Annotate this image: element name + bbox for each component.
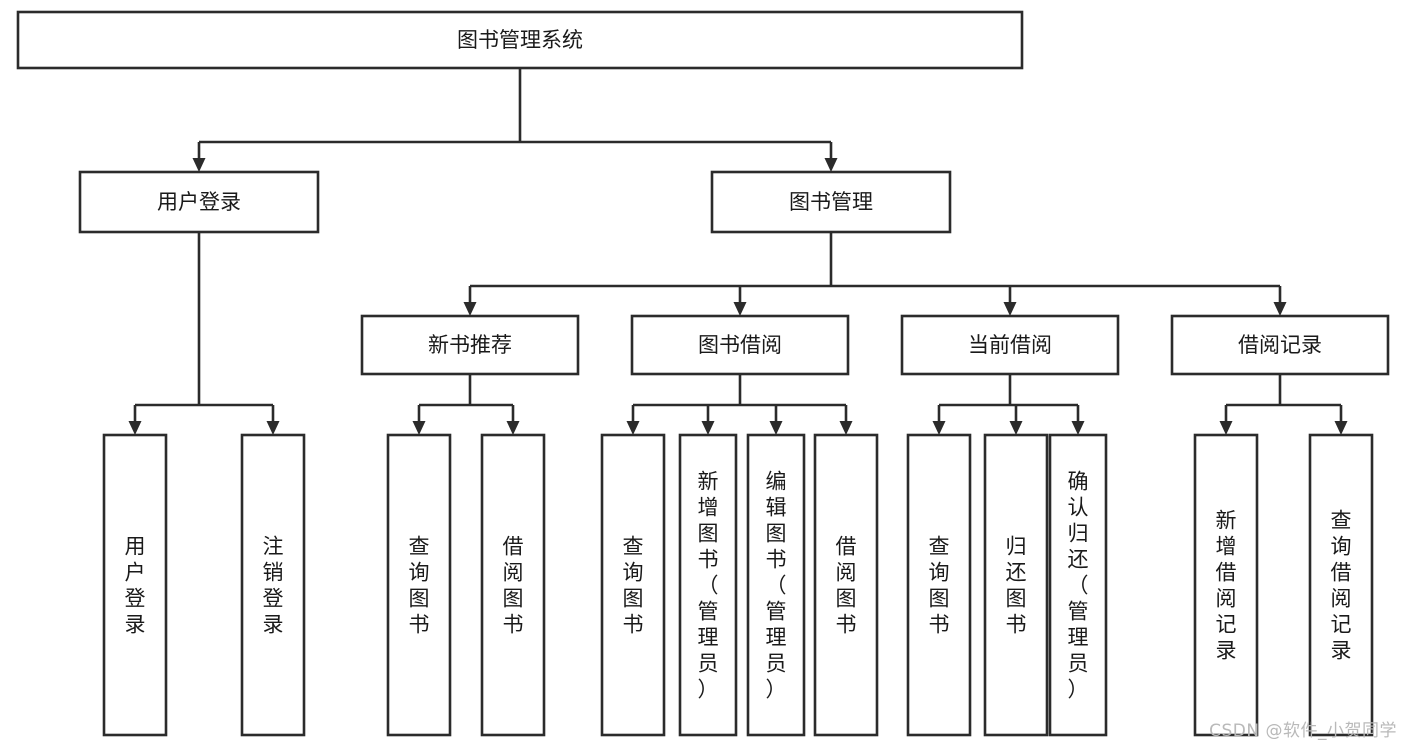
connector-layer [128, 68, 1348, 435]
node-label: 图书管理系统 [457, 28, 583, 52]
node-label: 注销登录 [263, 534, 284, 636]
node-box [1308, 433, 1374, 737]
node-label: 归还图书 [1006, 534, 1027, 636]
arrow-head-icon [1003, 302, 1017, 316]
node-borrow-record[interactable]: 借阅记录 [1170, 314, 1390, 376]
node-user-login[interactable]: 用户登录 [78, 170, 320, 234]
node-current-borrow[interactable]: 当前借阅 [900, 314, 1120, 376]
node-label: 编辑图书（管理员） [766, 469, 787, 701]
node-label: 新增借阅记录 [1216, 508, 1237, 662]
node-label: 当前借阅 [968, 333, 1052, 357]
node-leaf-user-login[interactable]: 用户登录 [102, 433, 168, 737]
arrow-head-icon [626, 421, 640, 435]
node-root-图书管理系统[interactable]: 图书管理系统 [16, 10, 1024, 70]
arrow-head-icon [733, 302, 747, 316]
node-box [746, 433, 806, 737]
node-book-borrow[interactable]: 图书借阅 [630, 314, 850, 376]
arrow-head-icon [463, 302, 477, 316]
node-box [16, 10, 1024, 70]
node-box [600, 433, 666, 737]
arrow-head-icon [769, 421, 783, 435]
node-box [813, 433, 879, 737]
node-new-book-rec[interactable]: 新书推荐 [360, 314, 580, 376]
node-box [1170, 314, 1390, 376]
node-label: 图书借阅 [698, 333, 782, 357]
node-box [678, 433, 738, 737]
node-label: 用户登录 [157, 190, 241, 214]
node-label: 图书管理 [789, 190, 873, 214]
node-box [983, 433, 1049, 737]
node-leaf-query-book-1[interactable]: 查询图书 [386, 433, 452, 737]
node-box [1193, 433, 1259, 737]
node-box [710, 170, 952, 234]
node-leaf-query-book-2[interactable]: 查询图书 [600, 433, 666, 737]
node-box [900, 314, 1120, 376]
node-label: 新增图书（管理员） [698, 469, 719, 701]
arrow-head-icon [932, 421, 946, 435]
node-leaf-confirm-return[interactable]: 确认归还（管理员） [1048, 433, 1108, 737]
node-leaf-add-record[interactable]: 新增借阅记录 [1193, 433, 1259, 737]
node-label: 新书推荐 [428, 333, 512, 357]
node-box [1048, 433, 1108, 737]
node-label: 确认归还（管理员） [1068, 469, 1089, 701]
node-leaf-return-book[interactable]: 归还图书 [983, 433, 1049, 737]
node-box [630, 314, 850, 376]
arrow-head-icon [1219, 421, 1233, 435]
node-label: 借阅图书 [836, 534, 857, 636]
node-leaf-borrow-book-1[interactable]: 借阅图书 [480, 433, 546, 737]
node-leaf-query-record[interactable]: 查询借阅记录 [1308, 433, 1374, 737]
node-book-manage[interactable]: 图书管理 [710, 170, 952, 234]
node-box [102, 433, 168, 737]
node-box [78, 170, 320, 234]
arrow-head-icon [839, 421, 853, 435]
arrow-head-icon [824, 158, 838, 172]
node-label: 查询图书 [409, 534, 430, 636]
node-box [386, 433, 452, 737]
node-box [360, 314, 580, 376]
node-layer: 图书管理系统用户登录图书管理新书推荐图书借阅当前借阅借阅记录用户登录注销登录查询… [16, 10, 1390, 737]
node-leaf-borrow-book-2[interactable]: 借阅图书 [813, 433, 879, 737]
arrow-head-icon [266, 421, 280, 435]
arrow-head-icon [1071, 421, 1085, 435]
arrow-head-icon [1273, 302, 1287, 316]
node-leaf-query-book-3[interactable]: 查询图书 [906, 433, 972, 737]
node-label: 用户登录 [125, 534, 146, 636]
arrow-head-icon [506, 421, 520, 435]
node-box [480, 433, 546, 737]
node-box [240, 433, 306, 737]
node-leaf-user-logout[interactable]: 注销登录 [240, 433, 306, 737]
node-leaf-edit-book[interactable]: 编辑图书（管理员） [746, 433, 806, 737]
node-label: 借阅图书 [503, 534, 524, 636]
arrow-head-icon [412, 421, 426, 435]
node-leaf-add-book[interactable]: 新增图书（管理员） [678, 433, 738, 737]
node-label: 查询图书 [929, 534, 950, 636]
arrow-head-icon [128, 421, 142, 435]
watermark-label: CSDN @软件_小贺同学 [1209, 721, 1397, 741]
node-box [906, 433, 972, 737]
arrow-head-icon [1334, 421, 1348, 435]
arrow-head-icon [701, 421, 715, 435]
node-label: 查询图书 [623, 534, 644, 636]
node-label: 借阅记录 [1238, 333, 1322, 357]
arrow-head-icon [1009, 421, 1023, 435]
node-label: 查询借阅记录 [1331, 508, 1352, 662]
arrow-head-icon [192, 158, 206, 172]
